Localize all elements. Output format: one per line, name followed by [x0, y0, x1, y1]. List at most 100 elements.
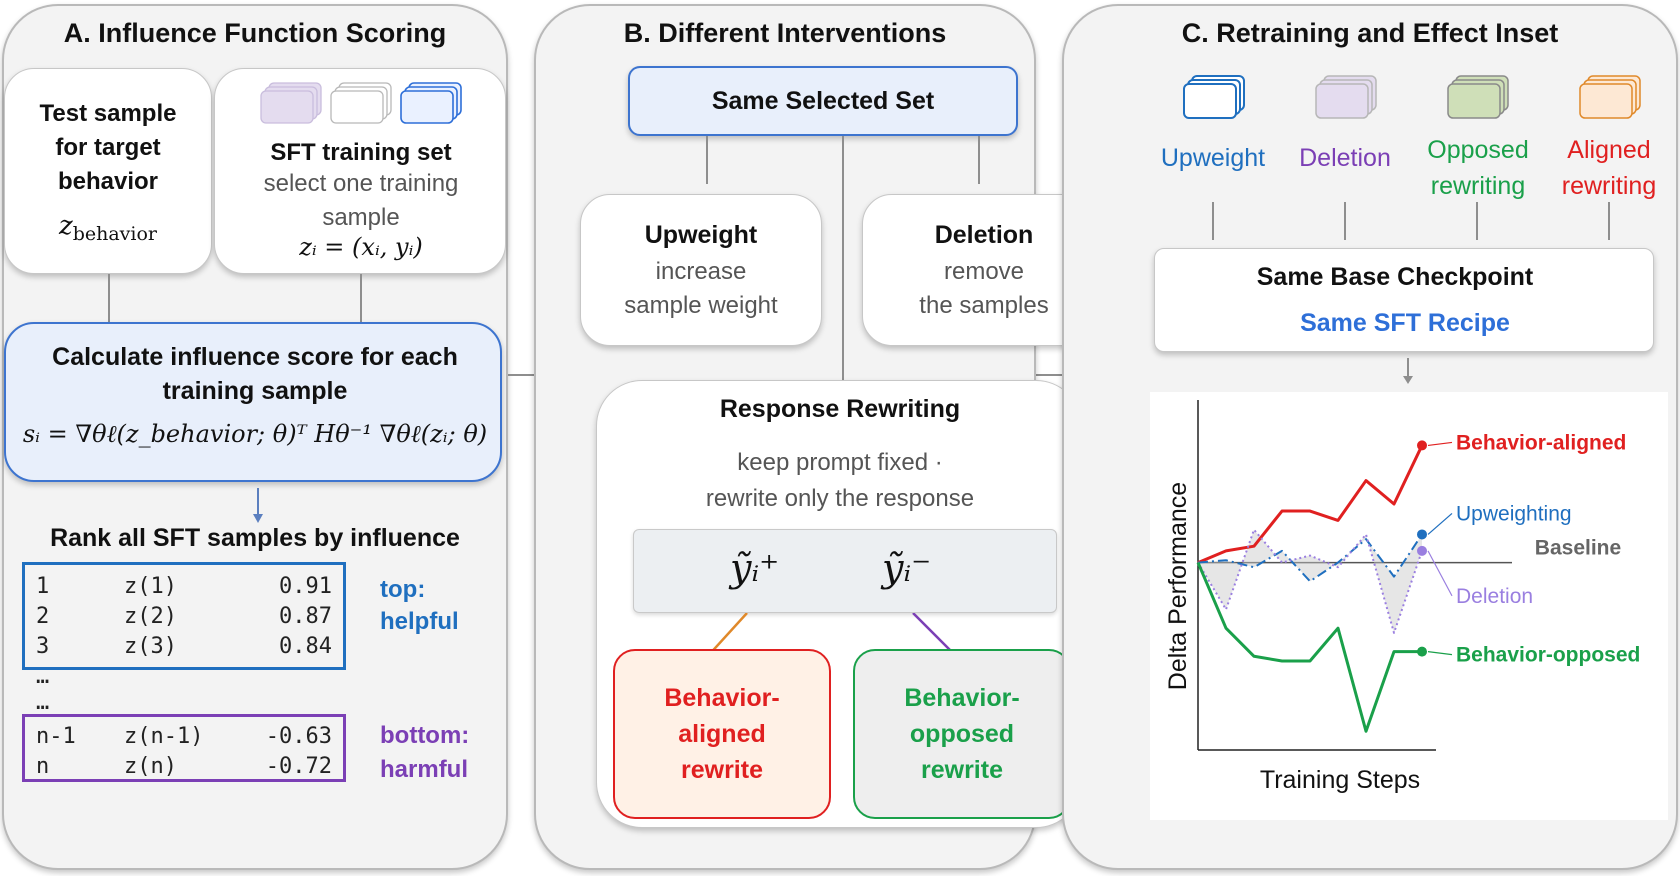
series-label-leader — [1427, 651, 1453, 656]
series-label-leader — [1427, 550, 1453, 597]
series-line-behavior-aligned — [1197, 444, 1424, 564]
table-row: 3 z(3) 0.84 — [36, 634, 336, 662]
bottom-label: bottom: — [380, 722, 470, 749]
opposed-rewrite-card: Behavior- opposed rewrite — [853, 649, 1071, 819]
series-endpoint-behavior-aligned — [1417, 440, 1427, 451]
series-label-leader — [1427, 441, 1453, 447]
panel-c-title: C. Retraining and Effect Inset — [1181, 18, 1559, 48]
selected-set-card: Same Selected Set — [628, 66, 1018, 136]
deletion-desc-1: remove — [943, 257, 1025, 285]
upweight-desc-1: increase — [655, 257, 747, 285]
test-sample-title: Test sample for target behavior — [39, 99, 177, 195]
series-endpoint-behavior-opposed — [1417, 646, 1427, 657]
arrow-down-icon — [253, 488, 263, 528]
rewriting-title: Response Rewriting — [719, 395, 961, 423]
series-endpoint-deletion — [1417, 545, 1427, 556]
row-sample: z(1) — [124, 574, 177, 599]
table-row: n-1 z(n-1) -0.63 — [36, 724, 336, 752]
row-score: 0.91 — [279, 574, 332, 599]
recipe-title: Same SFT Recipe — [1300, 309, 1510, 337]
opposed-line-1: Behavior- — [904, 684, 1020, 712]
top-ranked-box — [22, 562, 346, 670]
row-sample: z(3) — [124, 634, 177, 659]
connector — [108, 274, 110, 322]
row-score: 0.84 — [279, 634, 332, 659]
baseline-label: Baseline — [1535, 537, 1621, 560]
row-index: 3 — [36, 634, 50, 659]
row-sample: z(2) — [124, 604, 177, 629]
aligned-line-2: aligned — [678, 720, 766, 748]
connector — [842, 136, 844, 380]
deletion-title: Deletion — [934, 220, 1034, 249]
panel-connector — [1036, 374, 1062, 376]
opposed-cards-icon — [1447, 75, 1509, 119]
bottom-label-harmful: harmful — [380, 756, 469, 783]
ellipsis: … — [36, 690, 50, 715]
connector — [1476, 202, 1478, 240]
panel-a-title: A. Influence Function Scoring — [63, 18, 447, 48]
ellipsis: … — [36, 664, 50, 689]
rewriting-desc-1: keep prompt fixed · — [737, 449, 943, 476]
panel-connector — [508, 374, 534, 376]
connector — [1608, 202, 1610, 240]
test-sample-card: Test sample for target behavior zbehavio… — [4, 68, 212, 274]
rank-title: Rank all SFT samples by influence — [50, 524, 460, 552]
y-minus-symbol: ỹᵢ⁻ — [882, 546, 932, 590]
sft-set-title: SFT training set — [270, 139, 452, 166]
top-label-helpful: helpful — [380, 608, 459, 635]
series-label-behavior-aligned: Behavior-aligned — [1456, 431, 1626, 454]
table-row: n z(n) -0.72 — [36, 754, 336, 782]
x-axis-label: Training Steps — [1260, 766, 1420, 794]
table-row: 2 z(2) 0.87 — [36, 604, 336, 632]
row-sample: z(n-1) — [124, 724, 204, 749]
checkpoint-title: Same Base Checkpoint — [1256, 263, 1534, 291]
row-index: 2 — [36, 604, 50, 629]
sft-training-set-card: SFT training set select one training sam… — [214, 68, 506, 274]
sft-set-desc: select one training sample — [263, 170, 459, 231]
opposed-line-3: rewrite — [921, 756, 1003, 784]
rewrite-targets-box: ỹᵢ⁺ ỹᵢ⁻ — [633, 529, 1057, 613]
top-label: top: — [380, 576, 426, 603]
sft-sample-formula: zᵢ = (xᵢ, yᵢ) — [299, 233, 423, 261]
connector — [360, 274, 362, 322]
deletion-cards-icon — [1315, 75, 1377, 119]
upweight-card: Upweight increase sample weight — [580, 194, 822, 346]
table-row: 1 z(1) 0.91 — [36, 574, 336, 602]
panel-b-title: B. Different Interventions — [623, 18, 947, 48]
aligned-line-1: Behavior- — [664, 684, 780, 712]
row-score: -0.72 — [265, 754, 332, 779]
y-plus-symbol: ỹᵢ⁺ — [730, 546, 780, 590]
upweight-desc-2: sample weight — [624, 291, 778, 319]
connector — [1344, 202, 1346, 240]
z-behavior-symbol: zbehavior — [58, 210, 157, 246]
connector — [1212, 202, 1214, 240]
series-label-upweighting: Upweighting — [1456, 502, 1572, 525]
opposed-rewriting-label: Opposed rewriting — [1427, 136, 1529, 200]
aligned-rewriting-label: Aligned rewriting — [1561, 136, 1657, 200]
calc-influence-title: Calculate influence score for each train… — [52, 343, 458, 405]
aligned-rewrite-card: Behavior- aligned rewrite — [613, 649, 831, 819]
connector — [706, 136, 708, 184]
series-endpoint-upweighting — [1417, 529, 1427, 540]
calc-influence-card: Calculate influence score for each train… — [4, 322, 502, 482]
arrow-down-icon — [1403, 358, 1413, 388]
bottom-ranked-box — [22, 714, 346, 782]
series-line-deletion — [1197, 528, 1423, 634]
row-sample: z(n) — [124, 754, 177, 779]
opposed-line-2: opposed — [909, 720, 1015, 748]
aligned-line-3: rewrite — [681, 756, 763, 784]
stacked-cards-icon — [260, 82, 462, 124]
y-axis-label: Delta Performance — [1164, 482, 1192, 690]
aligned-cards-icon — [1579, 75, 1641, 119]
series-label-leader — [1427, 513, 1453, 535]
variance-band — [1198, 529, 1422, 633]
upweight-label: Upweight — [1160, 144, 1266, 172]
row-score: -0.63 — [265, 724, 332, 749]
deletion-desc-2: the samples — [919, 291, 1049, 319]
upweight-cards-icon — [1183, 75, 1245, 119]
response-rewriting-card: Response Rewriting keep prompt fixed · r… — [596, 380, 1082, 828]
row-index: 1 — [36, 574, 50, 599]
row-index: n-1 — [36, 724, 76, 749]
rewriting-desc-2: rewrite only the response — [705, 485, 975, 512]
